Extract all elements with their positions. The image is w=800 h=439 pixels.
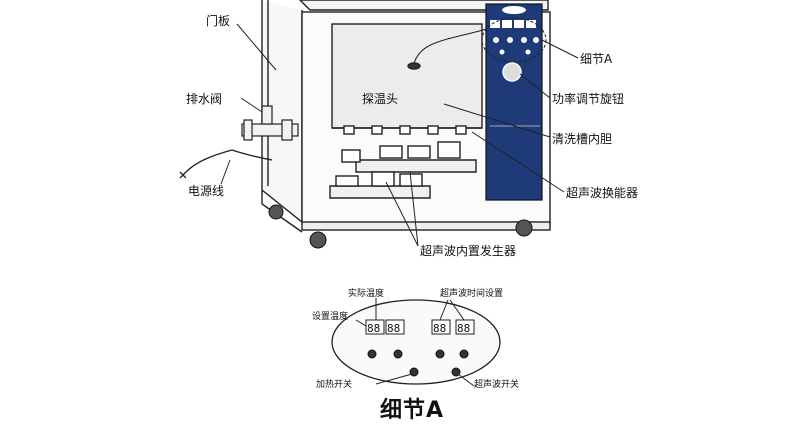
- label-power-cord: 电源线: [188, 184, 225, 198]
- svg-text:88: 88: [457, 322, 470, 335]
- transducers: [343, 125, 467, 135]
- displays: 88 88 88 88: [365, 319, 475, 335]
- label-detail-a: 细节A: [580, 52, 613, 66]
- label-power-knob: 功率调节旋钮: [552, 92, 625, 106]
- drain-valve-icon: [241, 105, 299, 141]
- label-door-panel: 门板: [206, 14, 231, 28]
- label-set-temp: 设置温度: [312, 312, 349, 322]
- label-heat-switch: 加热开关: [316, 380, 353, 390]
- label-transducer: 超声波换能器: [566, 186, 639, 200]
- detail-title: 细节A: [380, 398, 445, 423]
- inner-tank: [331, 23, 483, 129]
- generator-boards: [329, 141, 477, 199]
- label-probe: 探温头: [362, 92, 399, 106]
- svg-text:88: 88: [367, 322, 380, 335]
- detail-buttons: [367, 349, 469, 377]
- svg-text:88: 88: [433, 322, 446, 335]
- label-actual-temp: 实际温度: [348, 289, 385, 299]
- power-knob-icon: [502, 62, 522, 82]
- label-generator: 超声波内置发生器: [420, 244, 517, 258]
- label-ultra-time: 超声波时间设置: [440, 289, 504, 299]
- label-inner-tank: 清洗槽内胆: [552, 132, 613, 146]
- label-drain-valve: 排水阀: [186, 92, 223, 106]
- power-cord-icon: [185, 149, 273, 173]
- svg-text:88: 88: [387, 322, 400, 335]
- wheel-icons: [268, 204, 533, 249]
- label-ultra-switch: 超声波开关: [474, 380, 520, 390]
- control-panel: [485, 3, 543, 201]
- detail-a-marker: [481, 17, 547, 63]
